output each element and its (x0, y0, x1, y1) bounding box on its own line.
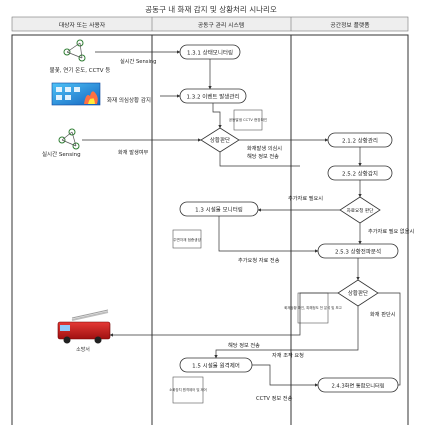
sensing-icon (58, 128, 80, 150)
edge-d3-to-truck (109, 292, 338, 337)
edge-label-fire-occurrence: 화재 발생여부 (118, 148, 149, 156)
process-1-3-1[interactable]: 1.3.1 상태모니터링 (179, 44, 241, 60)
edge-label-extra-needed: 추가자료 필요시 (288, 194, 323, 202)
edge-d3-to-243 (378, 292, 401, 386)
lane-label-system: 공동구 관리 시스템 (198, 21, 244, 29)
note-surrounding-text: 주변자재 점증생성 (173, 237, 201, 242)
process-1-5[interactable]: 1.5 시설물 원격제어 (179, 357, 253, 373)
note-cctv-check: 공동발생 CCTV 현장확인 (229, 109, 267, 131)
lane-header: 대상자 또는 사용자 공동구 관리 시스템 공간정보 플랫폼 (11, 16, 409, 32)
process-2-5-2-label: 2.5.2 상황감지 (342, 170, 378, 178)
decision-situation-2[interactable]: 상황판단 (337, 279, 379, 307)
fire-truck-icon (57, 309, 111, 344)
edge-15-to-243 (252, 364, 319, 387)
note-surrounding: 주변자재 점증생성 (172, 229, 202, 249)
edge-label-no-extra: 추가자료 필요 없을시 (368, 227, 414, 235)
fire-station-label: 소방서 (76, 346, 90, 353)
fire-detect-label: 화재 의심상황 감지 (107, 96, 151, 104)
sensing-left-label: 실시간 Sensing (42, 150, 81, 158)
note-remote-control-text: 소화장치 원격제어 및 제어 (169, 387, 207, 392)
lane-label-platform: 공간정보 플랫폼 (330, 21, 370, 29)
building-fire-icon (51, 82, 101, 106)
edge-label-sensing-1: 실시간 Sensing (120, 57, 156, 65)
note-cctv-check-text: 공동발생 CCTV 현장확인 (229, 117, 267, 122)
edge-label-control-request: 자재 조작 요청 (272, 351, 304, 359)
edge-label-extra-sent: 추가요청 자료 전송 (238, 256, 280, 264)
note-remote-control: 소화장치 원격제어 및 제어 (169, 376, 207, 404)
edge-labels: 실시간 Sensing 화재 발생여부 화재발생 의심시 해당 정보 전송 추가… (118, 57, 414, 402)
edge-132-to-d1 (212, 103, 222, 129)
lane-body (11, 34, 409, 425)
decision-data-request-label: 자료요청 판단 (347, 207, 375, 214)
diagram-title: 공동구 내 화재 감지 및 상황처리 시나리오 (145, 4, 277, 14)
sensor-network-icon (63, 39, 86, 62)
note-fire-analysis-text: 화재상황 확인, 피해정도 전 분석 및 보고 (284, 305, 341, 310)
sensor-group-label: 불꽃, 연기 온도, CCTV 등 (50, 66, 111, 74)
process-2-5-3-label: 2.5.3 상황전파분석 (335, 248, 381, 256)
process-2-5-2[interactable]: 2.5.2 상황감지 (327, 165, 393, 181)
process-1-3-2-label: 1.3.2 이벤트 발생관리 (187, 93, 240, 101)
process-2-1-2[interactable]: 2.1.2 상황관리 (327, 132, 393, 148)
process-2-4-3-label: 2.4.3화면 통합모니터링 (331, 382, 384, 390)
edge-label-cctv-send: CCTV 정보 전송 (256, 394, 293, 402)
edge-13-to-253 (218, 216, 319, 253)
decision-situation-2-label: 상황판단 (348, 289, 368, 297)
decision-situation-1-label: 상황판단 (210, 136, 230, 144)
lane-label-user: 대상자 또는 사용자 (59, 21, 106, 29)
process-2-4-3[interactable]: 2.4.3화면 통합모니터링 (317, 377, 399, 393)
process-1-3-label: 1.3 시설물 모니터링 (195, 206, 243, 214)
note-fire-analysis: 화재상황 확인, 피해정도 전 분석 및 보고 (284, 292, 342, 324)
edge-label-send-info-a: 해당 정보 전송 (247, 152, 279, 160)
edge-label-fire-suspect-a: 화재발생 의심시 (247, 144, 282, 152)
process-1-5-label: 1.5 시설물 원격제어 (192, 362, 240, 370)
process-2-1-2-label: 2.1.2 상황관리 (342, 137, 378, 145)
decision-situation-1[interactable]: 상황판단 (200, 127, 240, 153)
process-2-5-3[interactable]: 2.5.3 상황전파분석 (317, 243, 399, 259)
decision-data-request[interactable]: 자료요청 판단 (339, 196, 381, 224)
process-1-3-1-label: 1.3.1 상태모니터링 (187, 49, 233, 57)
process-1-3[interactable]: 1.3 시설물 모니터링 (179, 201, 259, 217)
edge-d3-to-15 (214, 306, 359, 359)
edges (82, 50, 401, 387)
process-1-3-2[interactable]: 1.3.2 이벤트 발생관리 (179, 88, 247, 104)
edge-label-fire-judged: 화재 판단시 (370, 310, 396, 318)
edge-d1-back (219, 152, 300, 167)
edge-label-send-info-b: 해당 정보 전송 (228, 341, 260, 349)
